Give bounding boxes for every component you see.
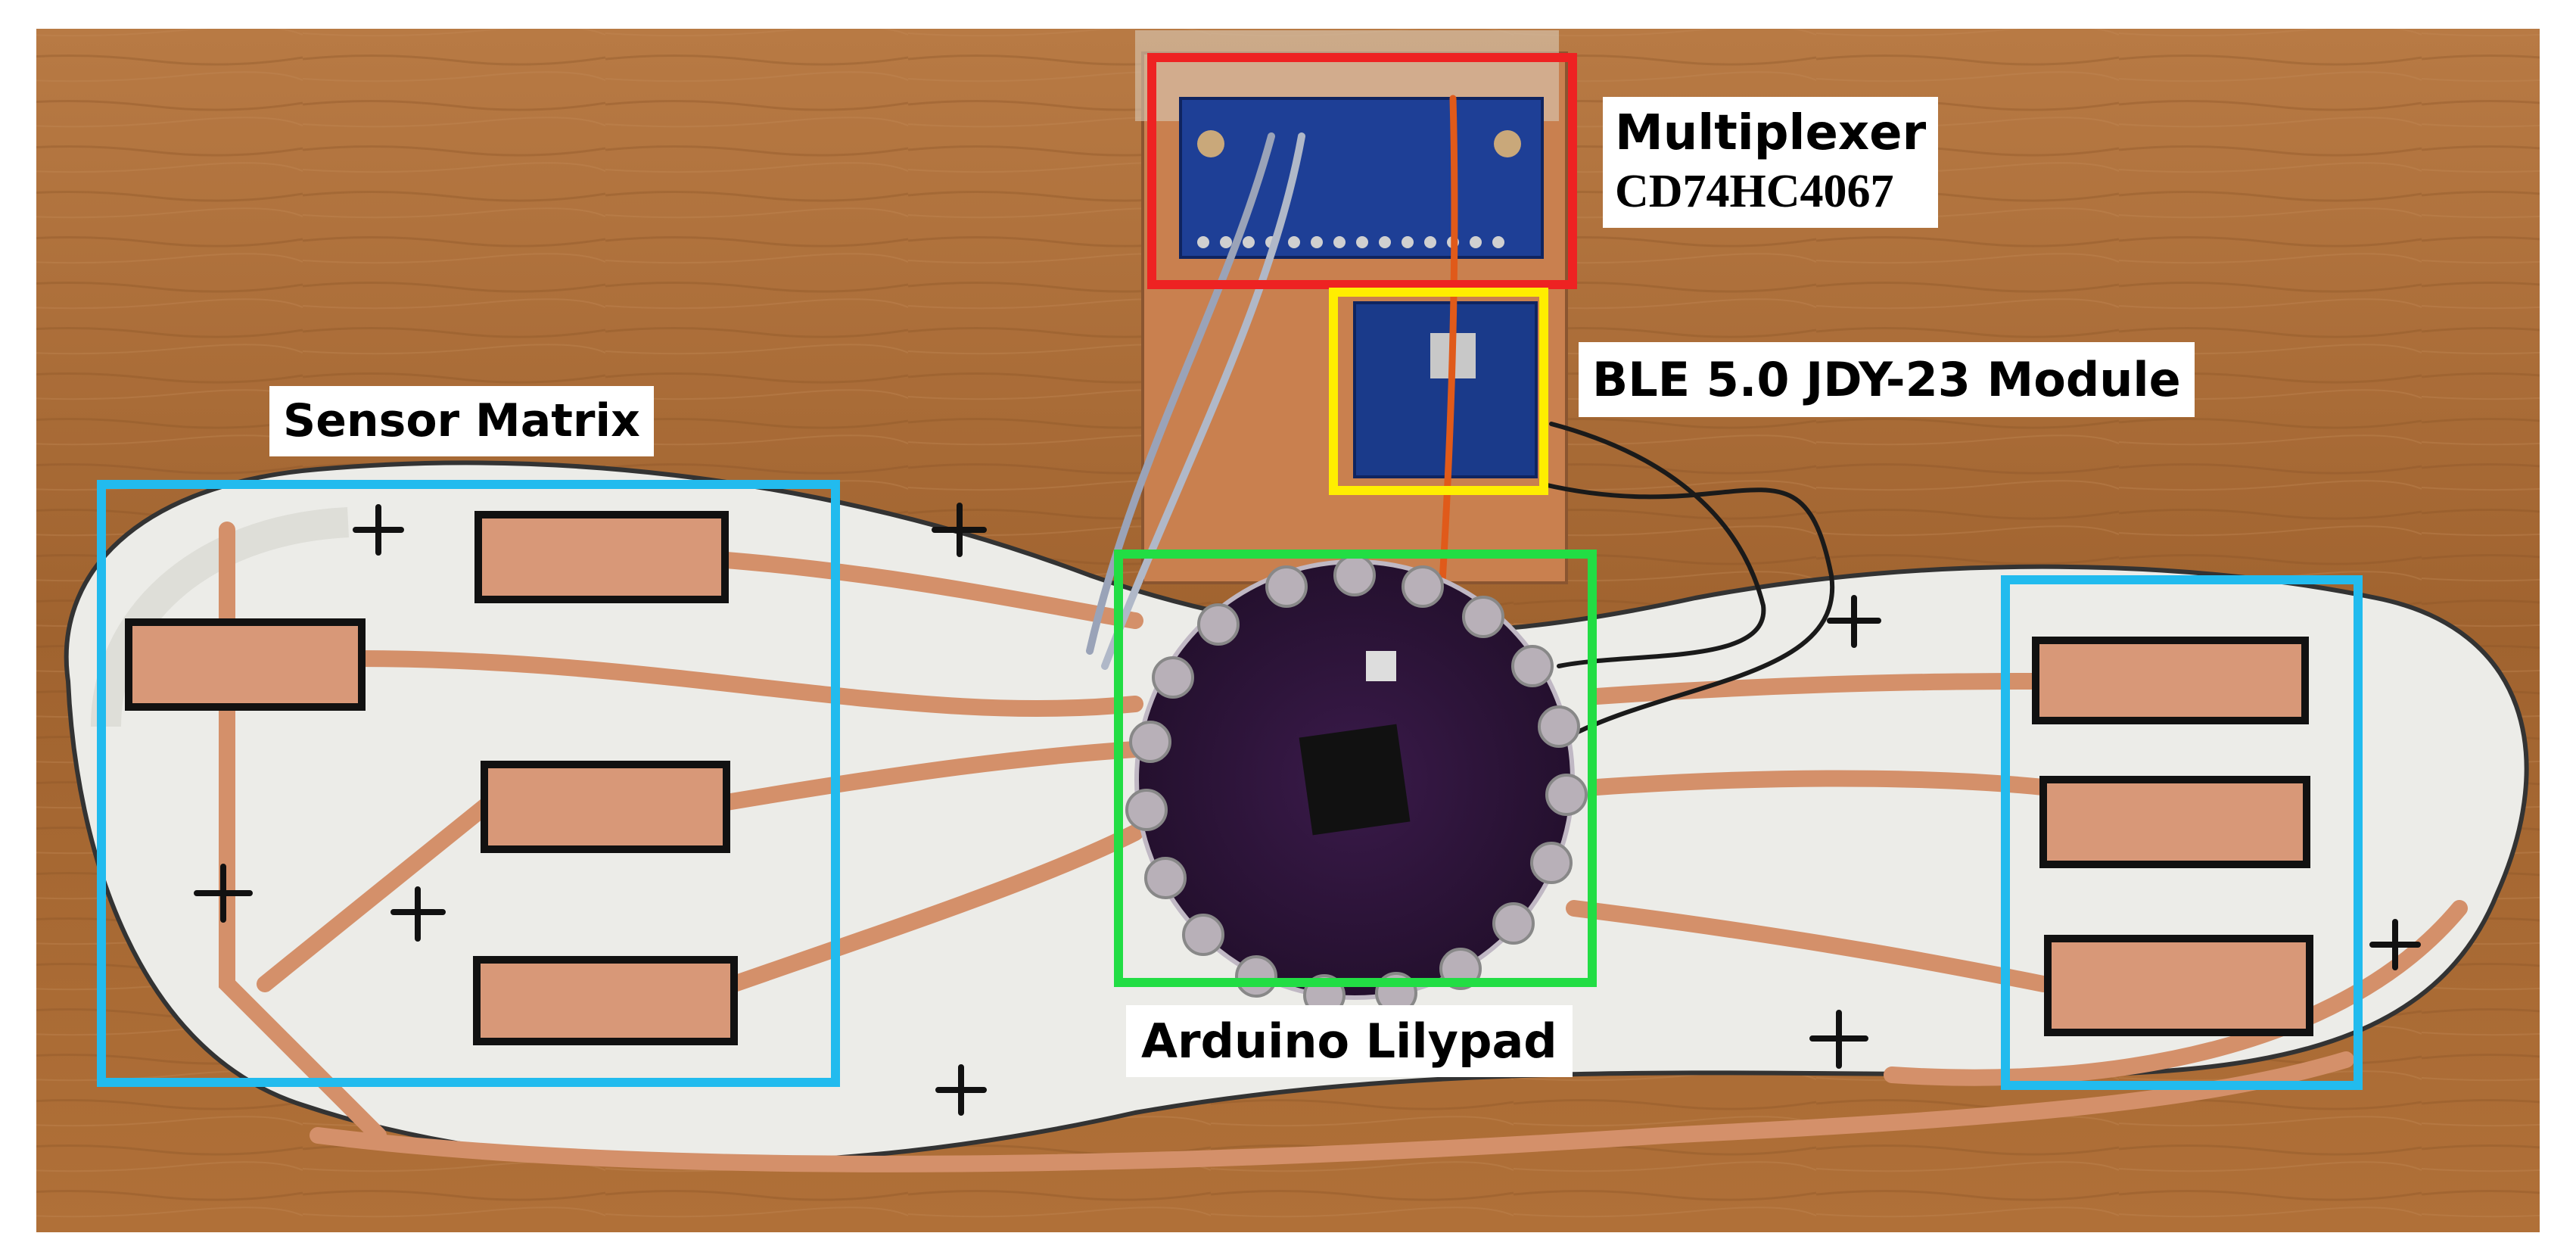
microcontroller-chip xyxy=(1299,724,1411,836)
sensor-pad xyxy=(473,956,738,1045)
multiplexer-part-number: CD74HC4067 xyxy=(1615,165,1894,217)
sensor-pads-right xyxy=(2032,637,2313,1036)
multiplexer-label: Multiplexer CD74HC4067 xyxy=(1603,97,1939,228)
sensor-matrix-left-box xyxy=(97,480,840,1087)
sensor-pad xyxy=(474,511,729,603)
arduino-lilypad-label: Arduino Lilypad xyxy=(1126,1005,1573,1078)
sensor-pad xyxy=(2044,935,2313,1036)
sensor-pad xyxy=(481,761,730,853)
sensor-pad xyxy=(2039,776,2310,868)
ble-module-board xyxy=(1353,301,1538,478)
sensor-pad xyxy=(2032,637,2309,724)
ble-highlight-box xyxy=(1329,288,1548,495)
sensor-pads-left xyxy=(125,511,738,1045)
arduino-highlight-box xyxy=(1114,550,1597,987)
multiplexer-title: Multiplexer xyxy=(1615,105,1927,161)
multiplexer-highlight-box xyxy=(1147,53,1577,289)
lilypad-pads xyxy=(1125,554,1588,1017)
multiplexer-board xyxy=(1179,97,1544,259)
plus-marks xyxy=(194,503,2421,1116)
ble-module-label: BLE 5.0 JDY-23 Module xyxy=(1579,342,2195,418)
sensor-matrix-right-box xyxy=(2001,575,2363,1090)
sensor-pad xyxy=(125,618,366,711)
sensor-matrix-label: Sensor Matrix xyxy=(269,386,654,456)
